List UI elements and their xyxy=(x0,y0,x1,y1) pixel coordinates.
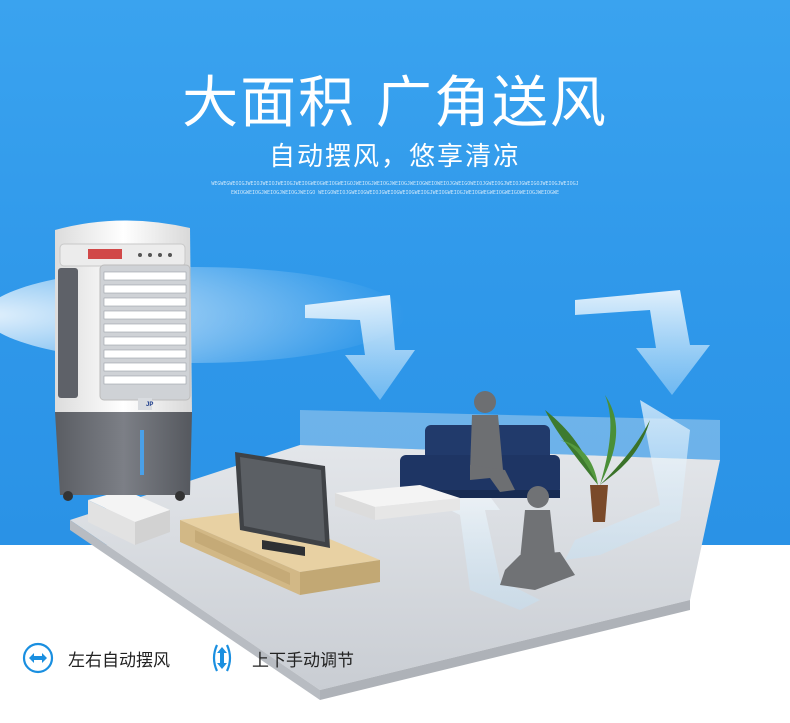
page-subtitle: 自动摆风，悠享清凉 xyxy=(268,142,521,172)
coffee-table xyxy=(335,485,460,520)
feature-label: 左右自动摆风 xyxy=(68,650,170,671)
person-floor xyxy=(500,486,575,590)
tv-cabinet xyxy=(180,510,380,595)
side-box xyxy=(88,490,170,545)
feature-swing-vertical: 上下手动调节 xyxy=(202,638,354,678)
air-cooler xyxy=(55,220,192,501)
feature-swing-horizontal: 左右自动摆风 xyxy=(18,638,170,678)
person-sitting xyxy=(470,391,515,492)
page-title: 大面积 广角送风 xyxy=(182,71,608,136)
feature-label: 上下手动调节 xyxy=(252,650,354,671)
airflow-arrow-right xyxy=(565,290,710,560)
airflow-arrow-left xyxy=(305,295,415,400)
fine-print: WEGWEGWEOIGJWEIOJWEIOJWEIOGJWEIOGWEOGWEI… xyxy=(211,181,579,196)
plant xyxy=(545,395,650,522)
swing-horizontal-icon xyxy=(18,638,58,678)
airflow-arrow-floor xyxy=(440,470,540,610)
floor-platform xyxy=(70,445,720,700)
brand-logo: JP xyxy=(146,402,153,408)
swing-vertical-icon xyxy=(202,638,242,678)
television xyxy=(235,452,330,556)
